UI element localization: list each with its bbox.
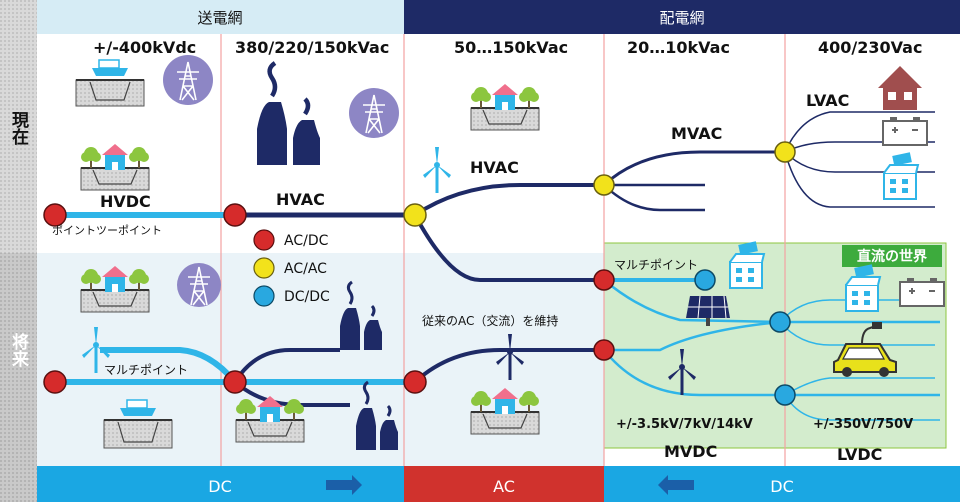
footer-ac-bg <box>404 466 604 502</box>
voltage-sub: 50…150kVac <box>454 38 568 57</box>
mvdc-label: MVDC <box>664 442 717 461</box>
house-icon <box>878 66 922 110</box>
village-scene-icon-2 <box>471 84 539 130</box>
battery-icon <box>882 116 928 146</box>
dc-dc-node <box>774 384 796 406</box>
multipoint-label-left: マルチポイント <box>104 363 188 377</box>
dc-world-label-bg <box>842 245 942 267</box>
wind-turbine-icon <box>423 147 451 193</box>
legend: AC/DC AC/AC DC/DC <box>253 229 330 307</box>
mvac-label: MVAC <box>671 124 722 143</box>
legend-dc-dc-label: DC/DC <box>284 289 330 305</box>
ac-dc-node <box>403 370 427 394</box>
voltage-hvdc: +/-400kVdc <box>93 38 196 57</box>
multipoint-label-right: マルチポイント <box>614 258 698 272</box>
ac-dc-node <box>223 370 247 394</box>
village-scene-icon-5 <box>471 388 539 434</box>
hvac-label-left: HVAC <box>276 190 325 209</box>
voltage-mv: 20…10kVac <box>627 38 730 57</box>
legend-ac-dc-label: AC/DC <box>284 233 329 249</box>
footer-dc-left: DC <box>208 477 232 496</box>
electric-car-icon <box>833 322 897 377</box>
dc-dc-node <box>769 311 791 333</box>
ac-dc-node <box>43 203 67 227</box>
ac-ac-node <box>593 174 615 196</box>
transmission-header-bg <box>37 0 404 34</box>
mvdc-line-mid <box>603 279 940 324</box>
hvac-label-mid: HVAC <box>470 158 519 177</box>
dc-world-label: 直流の世界 <box>857 248 928 265</box>
pylon-icon <box>163 55 213 105</box>
future-row-label: 将来 <box>8 332 30 368</box>
mvac-lower-line <box>603 184 705 212</box>
footer-arrow-left <box>658 475 694 495</box>
solar-panel-icon <box>686 295 730 326</box>
voltage-hvac: 380/220/150kVac <box>235 38 389 57</box>
mvdc-line-bottom <box>603 349 940 397</box>
ac-to-future-line <box>413 214 604 282</box>
lvdc-label: LVDC <box>837 445 882 464</box>
lvac-label: LVAC <box>806 91 849 110</box>
pylon-icon-3 <box>177 263 221 307</box>
distribution-header: 配電網 <box>659 9 704 27</box>
footer-arrow-right <box>326 475 362 495</box>
keep-ac-label: 従来のAC（交流）を維持 <box>422 313 558 328</box>
battery-icon-2 <box>899 277 945 307</box>
legend-ac-ac-label: AC/AC <box>284 261 327 277</box>
ac-dc-node <box>593 339 615 361</box>
transmission-header: 送電網 <box>197 9 242 27</box>
present-strip <box>0 0 37 253</box>
hvdc-label: HVDC <box>100 192 151 211</box>
ac-ac-node <box>774 141 796 163</box>
distribution-header-bg <box>404 0 960 34</box>
village-scene-icon-3 <box>81 266 149 312</box>
point-to-point-label: ポイントツーポイント <box>52 224 162 237</box>
voltage-lv: 400/230Vac <box>818 38 922 57</box>
mvdc-line-link <box>604 320 781 352</box>
pylon-icon-2 <box>349 88 399 138</box>
village-scene-icon <box>81 144 149 190</box>
dc-dc-node <box>694 269 716 291</box>
hvac-distribution-line <box>413 183 604 217</box>
village-scene-icon-4 <box>236 396 304 442</box>
ac-dc-node <box>43 370 67 394</box>
ship-icon-2 <box>103 399 173 449</box>
mvdc-voltage-label: +/-3.5kV/7kV/14kV <box>616 417 753 432</box>
power-plant-icon <box>257 63 320 165</box>
future-strip <box>0 253 37 502</box>
solar-building-icon <box>883 151 919 200</box>
ac-dc-node <box>593 269 615 291</box>
lvac-lines <box>784 111 935 208</box>
section-dividers <box>220 34 786 466</box>
lvdc-voltage-label: +/-350V/750V <box>813 417 913 432</box>
mvac-upper-line <box>602 150 785 187</box>
converter-nodes <box>43 141 796 406</box>
legend-ac-dc-swatch <box>253 229 275 251</box>
legend-dc-dc-swatch <box>253 285 275 307</box>
legend-ac-ac-swatch <box>253 257 275 279</box>
ac-ac-node <box>403 203 427 227</box>
footer-ac: AC <box>493 477 515 496</box>
lvdc-lines <box>779 299 940 421</box>
ship-icon <box>75 59 145 107</box>
footer-dc-right: DC <box>770 477 794 496</box>
present-row-label: 現在 <box>8 111 29 145</box>
ac-dc-node <box>223 203 247 227</box>
